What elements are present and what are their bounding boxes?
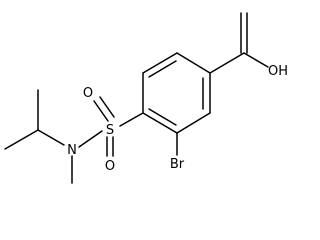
ring-bond-2 — [176, 52, 211, 74]
sulfur-label: S — [106, 123, 114, 138]
sulfonyl-oxygen-label: O — [105, 159, 115, 174]
nitrogen-to-isopropyl-bond — [37, 129, 65, 146]
sulfur-to-nitrogen-bond — [78, 130, 103, 148]
structure-canvas: OH O O S N Br — [4, 12, 288, 184]
ring-bond-5-inner — [148, 108, 177, 126]
ring-bond-4 — [176, 112, 211, 134]
ring-bond-5 — [142, 112, 178, 134]
nitrogen-label: N — [67, 143, 77, 158]
carboxyl-oh-bond — [243, 52, 269, 68]
sulfur-oxygen-top-double-bond-a — [93, 100, 109, 122]
ring-to-sulfur-bond — [119, 112, 144, 127]
hydroxyl-label: OH — [268, 64, 288, 79]
molecule-drawing: OH O O S N Br — [4, 12, 288, 184]
isopropyl-methyl-bond-2 — [4, 129, 39, 150]
amine-substituents — [4, 89, 73, 184]
sulfonyl-group — [78, 96, 144, 157]
carbonyl-oxygen-label: O — [83, 86, 93, 101]
ring-to-carboxyl-bond — [209, 52, 245, 74]
carboxylic-acid-group — [209, 12, 269, 74]
benzene-ring — [142, 52, 211, 134]
ring-bond-1-inner — [148, 60, 177, 78]
sulfur-oxygen-top-double-bond-b — [99, 96, 115, 118]
ring-bond-1 — [142, 52, 178, 74]
bromine-label: Br — [170, 157, 185, 172]
